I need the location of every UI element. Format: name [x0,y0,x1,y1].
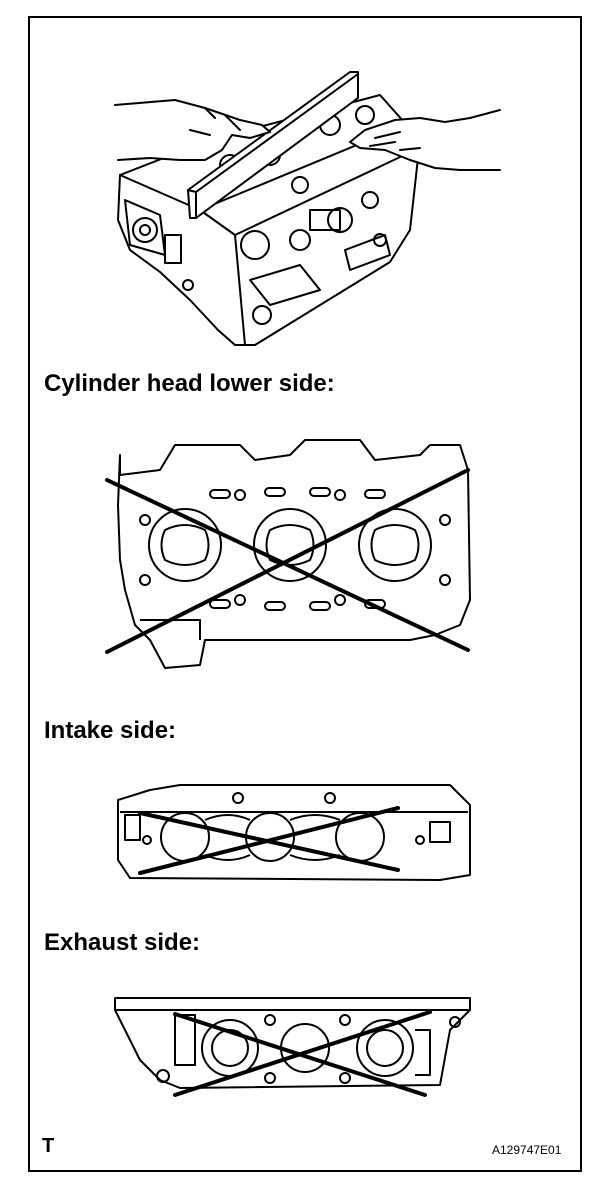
figure-id: A129747E01 [492,1143,562,1157]
lower-side-label: Cylinder head lower side: [44,370,335,397]
intake-side-label: Intake side: [44,717,177,744]
footer-left-code: T [42,1135,55,1157]
figure-frame [28,16,582,1172]
exhaust-side-label: Exhaust side: [44,929,201,956]
